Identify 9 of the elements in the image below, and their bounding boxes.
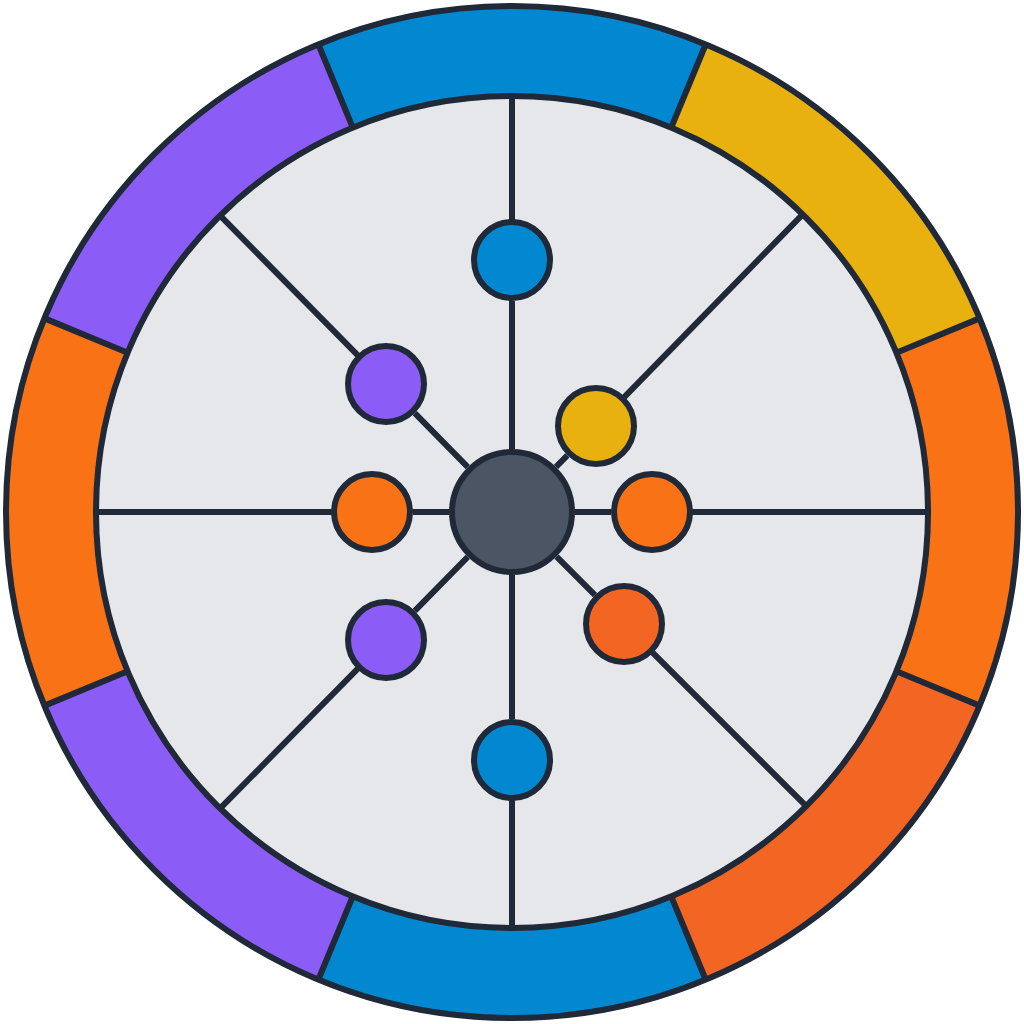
connector-line — [554, 554, 598, 598]
connector-line — [509, 575, 515, 719]
connector-line — [413, 509, 449, 515]
connector-line — [553, 453, 570, 470]
connector-line — [412, 554, 470, 613]
connector-line — [575, 509, 611, 515]
circle-node — [449, 449, 575, 575]
connector-line — [509, 301, 515, 449]
connector-line — [412, 411, 470, 470]
